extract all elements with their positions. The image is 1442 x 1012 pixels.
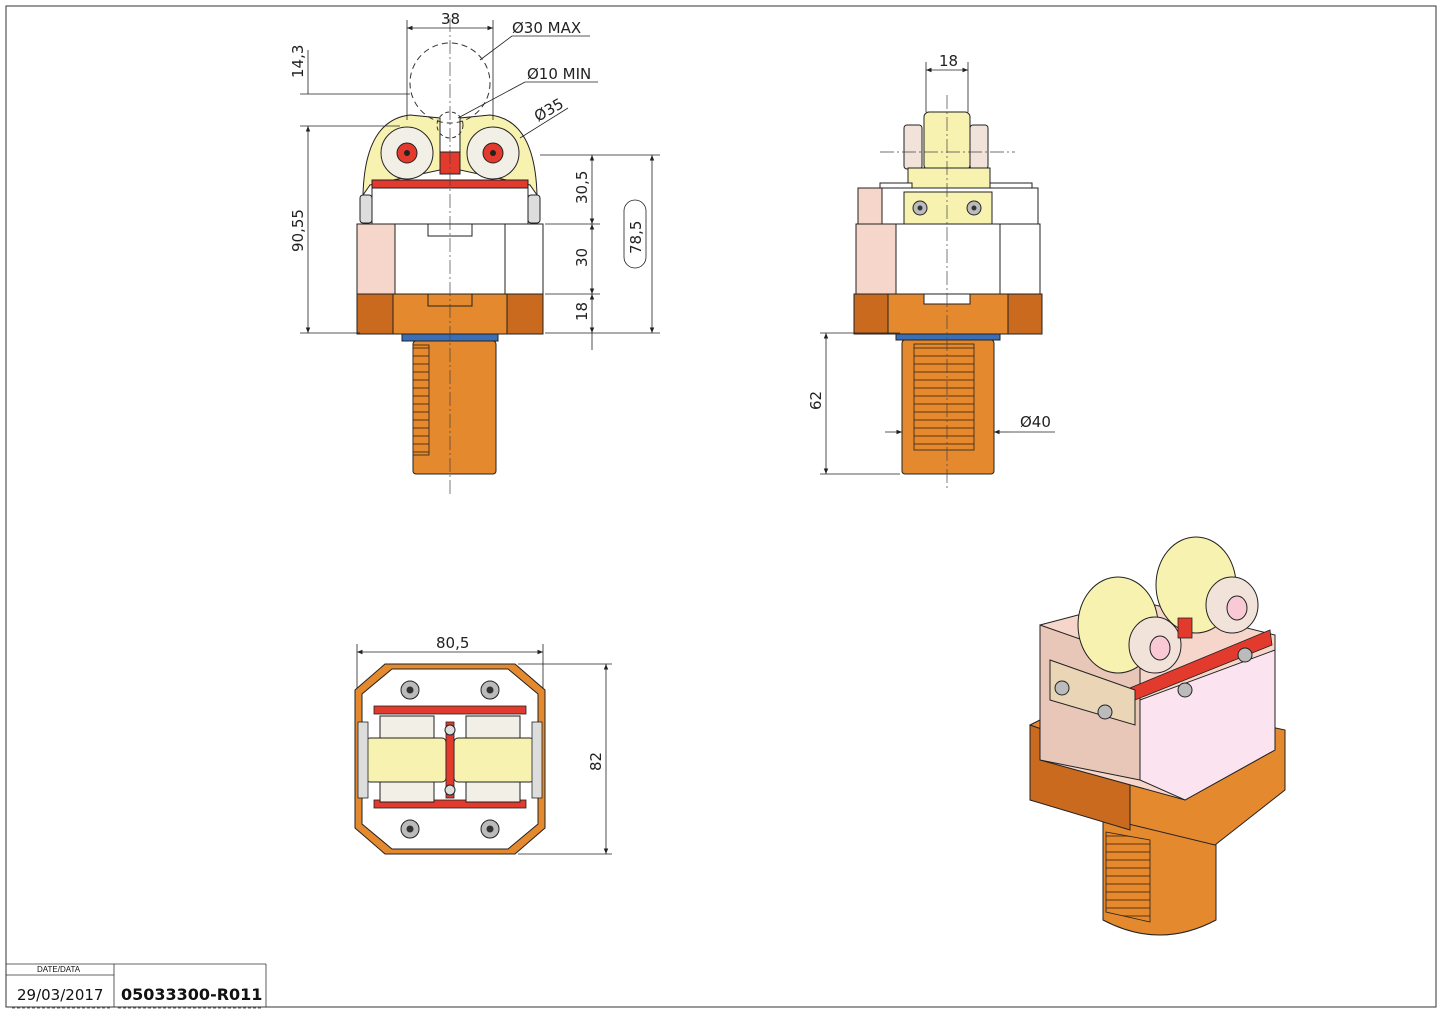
sheet-border — [5, 5, 1437, 1008]
side-view-dimensions — [820, 62, 1055, 475]
side-dim-roller-width: 18 — [939, 52, 958, 70]
front-dim-lower: 18 — [573, 302, 591, 321]
top-dim-depth: 82 — [587, 752, 605, 771]
top-view — [354, 663, 546, 855]
side-dim-shank-length: 62 — [807, 391, 825, 410]
front-dim-top-offset: 14,3 — [289, 45, 307, 78]
date-label: DATE/DATA — [37, 965, 81, 974]
front-dim-min-diameter: Ø10 MIN — [527, 65, 591, 83]
part-number: 05033300-R011 — [121, 985, 263, 1004]
top-view-dimensions — [356, 644, 612, 855]
side-dim-shank-diameter: Ø40 — [1020, 413, 1051, 431]
front-dim-max-diameter: Ø30 MAX — [512, 19, 581, 37]
front-dim-width: 38 — [441, 10, 460, 28]
title-block — [6, 963, 267, 1009]
front-view — [356, 18, 544, 495]
side-view — [853, 95, 1043, 490]
front-dim-roller-diameter: Ø35 — [531, 94, 567, 125]
front-view-dimensions — [300, 20, 660, 350]
front-dim-upper: 30,5 — [573, 171, 591, 204]
date-value: 29/03/2017 — [17, 986, 104, 1004]
front-dim-middle: 30 — [573, 248, 591, 267]
isometric-view — [1029, 536, 1286, 936]
top-dim-width: 80,5 — [436, 634, 469, 652]
front-dim-overall: 78,5 — [627, 221, 645, 254]
front-dim-total-height: 90,55 — [289, 209, 307, 252]
